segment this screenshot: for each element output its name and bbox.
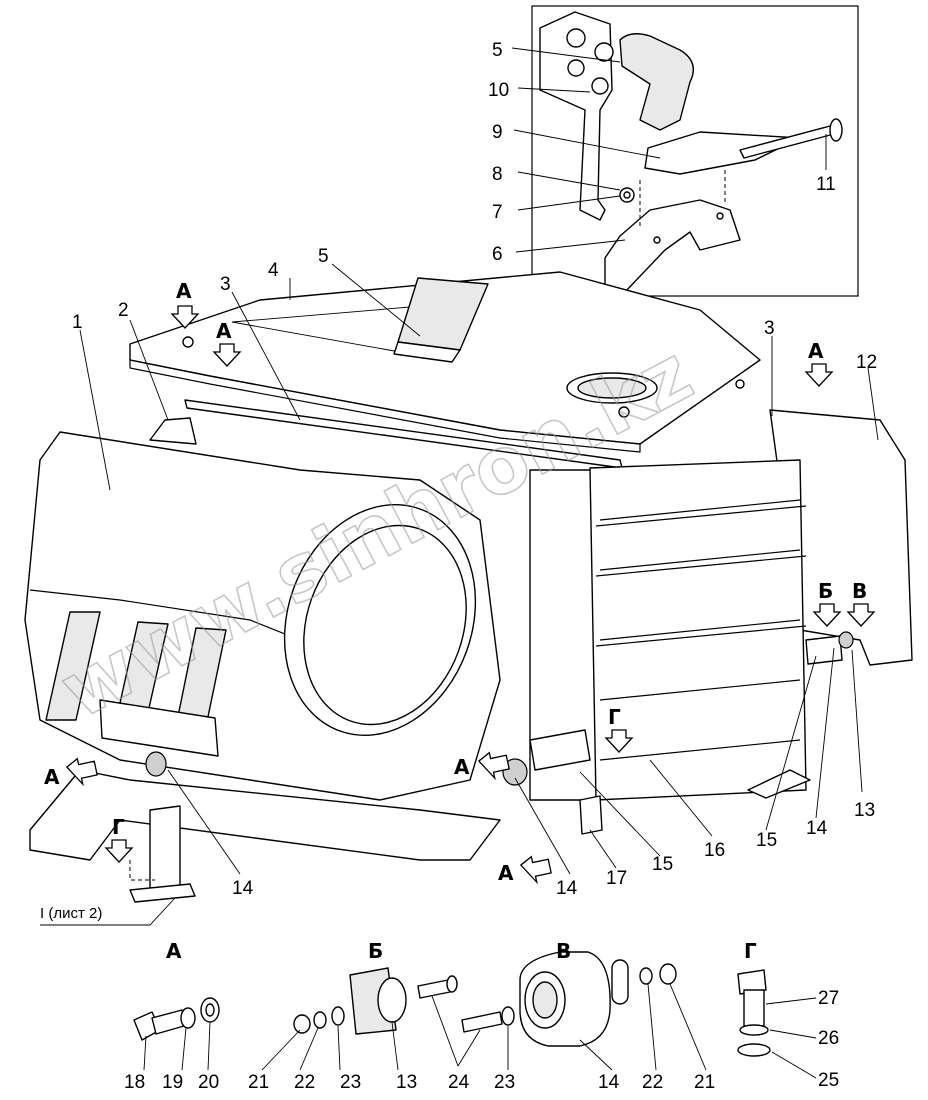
bracket-10 [539,11,613,221]
callout-15-right: 15 [756,830,777,851]
bushing-14-left [145,751,167,777]
part-number: 26 [818,1028,839,1049]
callout-14-right: 14 [806,818,828,839]
leader-lines [40,47,879,1079]
detail-title-G: Г [744,939,757,963]
marker-A: А [176,279,192,303]
callout-labels: 5 10 9 8 7 6 11 4 5 3 2 1 3 12 14 14 17 … [72,40,877,899]
callout-3-right: 3 [764,318,775,339]
callout-2: 2 [118,300,129,321]
marker-V: В [852,579,867,603]
arrow-down-icon [804,363,834,387]
part-17 [579,795,603,835]
part-16 [529,729,591,771]
callout-17: 17 [606,868,627,889]
bracket-15 [805,635,843,665]
part-number: 18 [124,1072,145,1093]
part-2 [149,417,197,445]
skirt [29,769,501,861]
callout-13: 13 [854,800,875,821]
view-markers: А А А А А А Б В Г Г [44,279,867,885]
callout-4: 4 [268,260,279,281]
part-number: 14 [598,1072,620,1093]
callout-3-left: 3 [220,274,231,295]
sheet-note: I (лист 2) [40,905,102,922]
callout-12: 12 [856,352,877,373]
callout-10: 10 [488,80,509,101]
detail-view-B [293,967,515,1035]
marker-G: Г [608,705,621,729]
part-number: 24 [448,1072,470,1093]
inset-detail [531,5,859,297]
arrow-right-icon [519,855,552,885]
marker-A: А [454,755,470,779]
detail-labels: А Б В Г 18 19 20 21 22 23 13 24 23 14 22… [124,939,839,1093]
callout-5: 5 [492,40,503,61]
stand [149,805,181,899]
callout-14-mid: 14 [556,878,578,899]
detail-title-A: А [166,939,182,963]
marker-A: А [44,765,60,789]
callout-15-mid: 15 [652,854,673,875]
part-number: 22 [642,1072,663,1093]
marker-A: А [216,319,232,343]
arrow-down-icon [846,603,876,627]
part-number: 21 [694,1072,715,1093]
arrow-down-icon [812,603,842,627]
part-number: 13 [396,1072,417,1093]
plate-9 [644,131,801,175]
part-number: 20 [198,1072,219,1093]
callout-5-main: 5 [318,246,329,267]
arrow-right-icon [477,751,510,781]
view-arrows [65,305,876,885]
callout-9: 9 [492,122,503,143]
marker-A: А [808,339,824,363]
callout-16: 16 [704,840,725,861]
main-assembly [24,271,913,903]
arrow-down-icon [604,729,634,753]
housing-12 [769,409,913,666]
part-number: 25 [818,1070,839,1091]
detail-view-V [519,951,677,1047]
detail-title-V: В [556,939,571,963]
bushing-13 [838,631,854,649]
callout-6: 6 [492,244,503,265]
part-number: 19 [162,1072,183,1093]
marker-A: А [498,861,514,885]
callout-11: 11 [816,174,836,195]
part-number: 23 [494,1072,515,1093]
detail-view-A [133,997,220,1041]
marker-G: Г [112,815,125,839]
part-5 [619,33,694,131]
callout-1: 1 [72,312,83,333]
detail-title-B: Б [368,939,383,963]
callout-7: 7 [492,202,503,223]
arrow-down-icon [212,343,242,367]
bar-left [99,699,219,757]
arrow-down-icon [104,839,134,863]
marker-B: Б [818,579,833,603]
part-number: 21 [248,1072,269,1093]
part-number: 27 [818,988,839,1009]
callout-8: 8 [492,164,503,185]
part-number: 22 [294,1072,315,1093]
part-number: 23 [340,1072,361,1093]
arrow-right-icon [65,757,98,787]
callout-14-left: 14 [232,878,254,899]
detail-view-G [737,969,771,1057]
arrow-down-icon [170,305,200,329]
